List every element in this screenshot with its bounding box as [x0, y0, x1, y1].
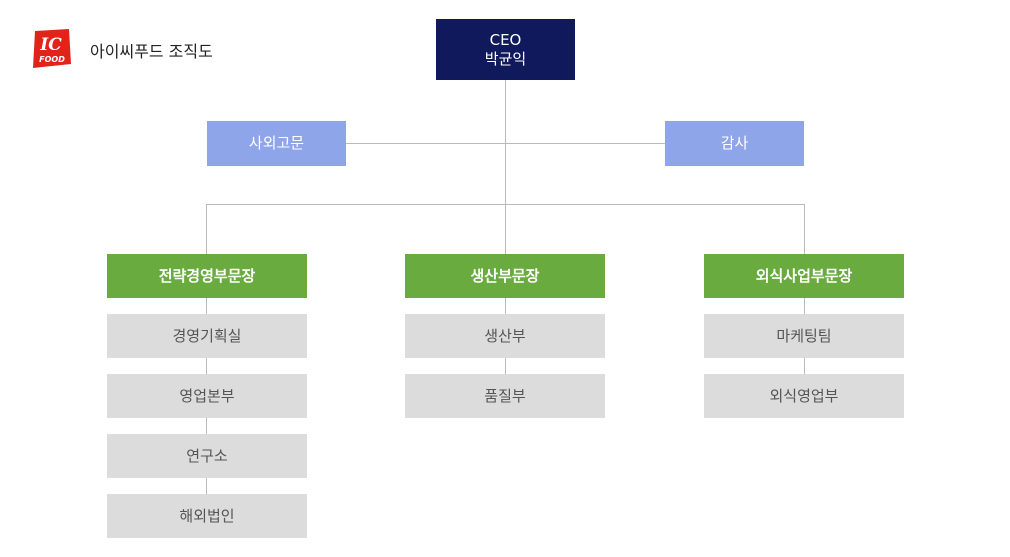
team-box: 경영기획실 [107, 314, 307, 358]
logo-text-food: FOOD [39, 55, 65, 64]
team-box: 외식영업부 [704, 374, 904, 418]
team-box: 품질부 [405, 374, 605, 418]
page-title: 아이씨푸드 조직도 [90, 42, 213, 61]
division-foodservice-box: 외식사업부문장 [704, 254, 904, 298]
team-box: 생산부 [405, 314, 605, 358]
ceo-role: CEO [489, 30, 522, 49]
ceo-name: 박균익 [484, 49, 527, 68]
team-box: 마케팅팀 [704, 314, 904, 358]
division-production-box: 생산부문장 [405, 254, 605, 298]
ic-food-logo: IC FOOD [29, 28, 73, 70]
advisor-external-box: 사외고문 [207, 121, 346, 166]
auditor-box: 감사 [665, 121, 804, 166]
logo-text-ic: IC [39, 35, 62, 55]
team-box: 연구소 [107, 434, 307, 478]
team-box: 영업본부 [107, 374, 307, 418]
division-strategy-box: 전략경영부문장 [107, 254, 307, 298]
ceo-box: CEO 박균익 [436, 19, 575, 80]
team-box: 해외법인 [107, 494, 307, 538]
